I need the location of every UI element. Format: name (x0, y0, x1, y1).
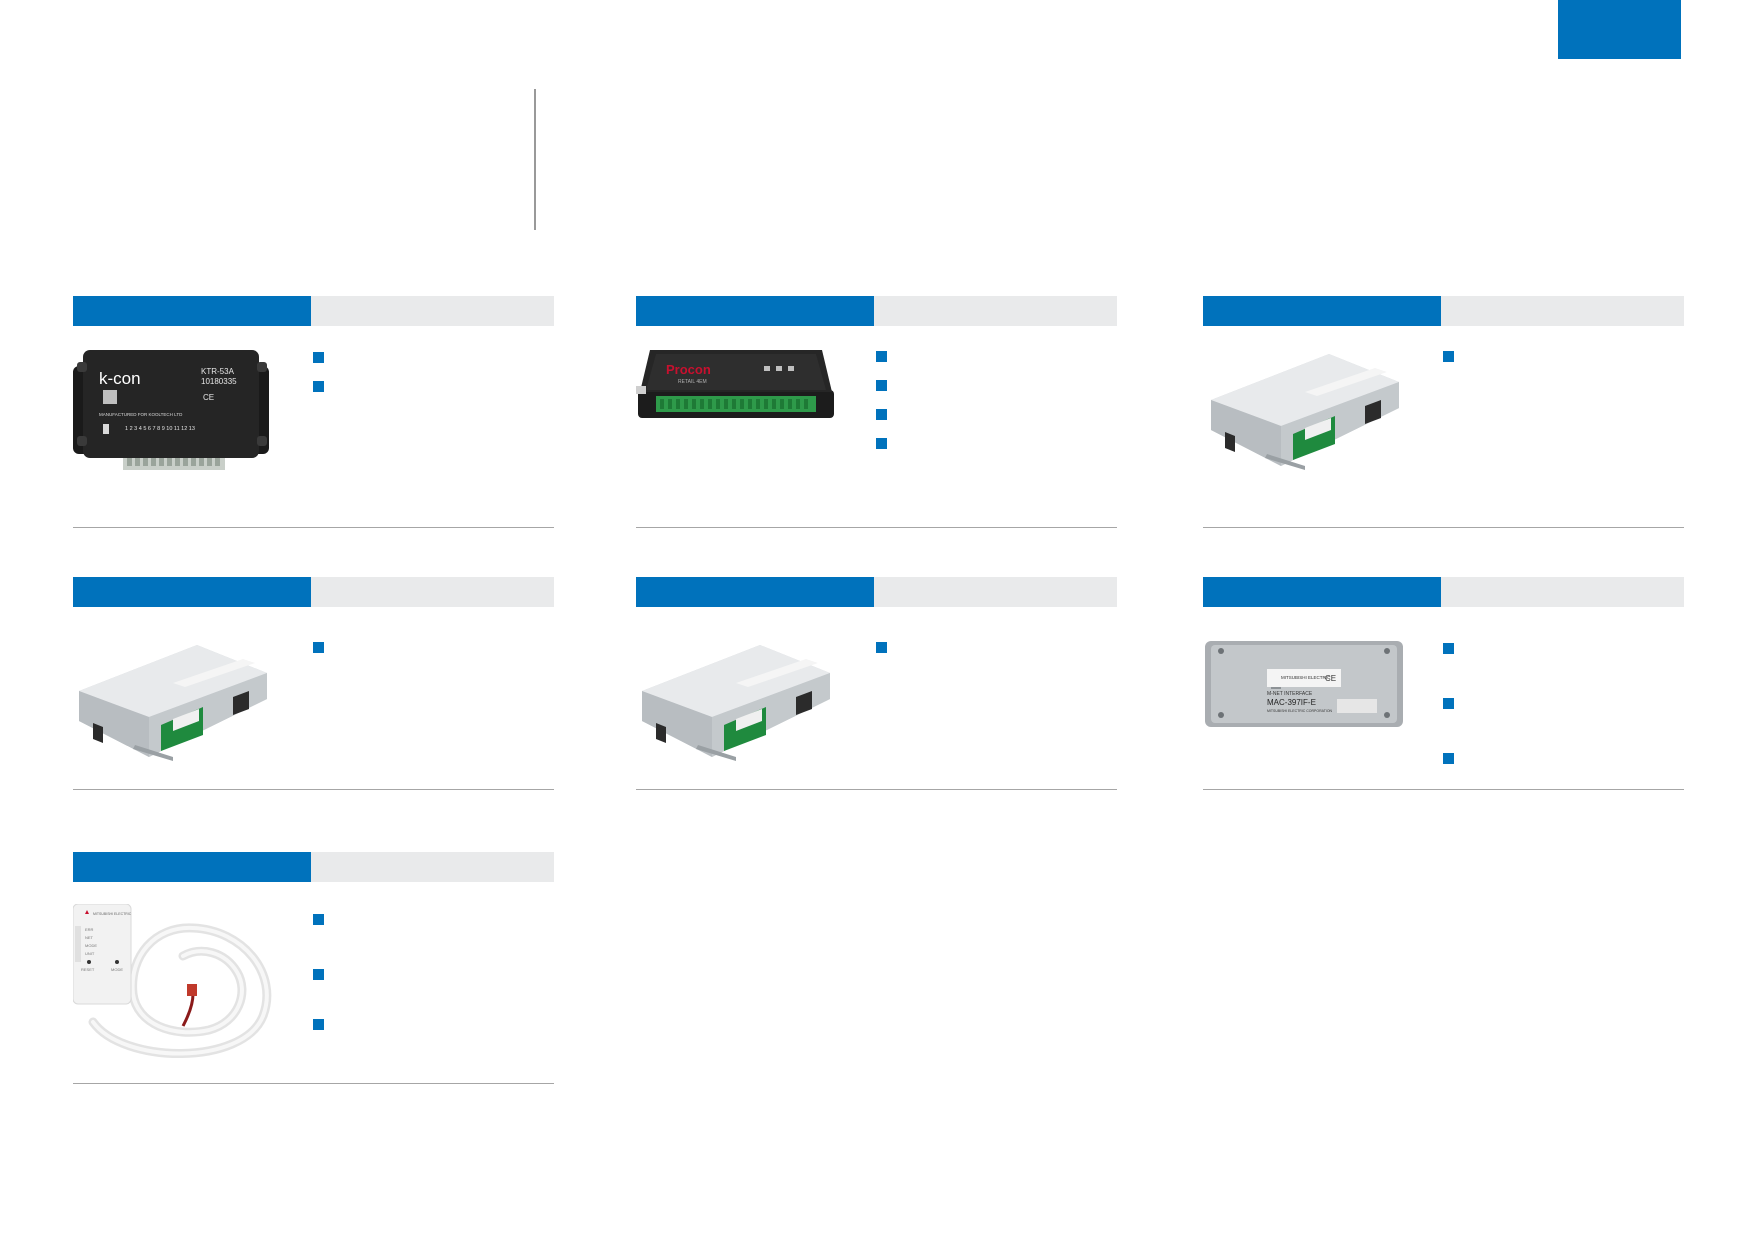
wifi-adapter-image: MITSUBISHI ELECTRIC ERR NET MODE UNIT RE… (73, 904, 272, 1058)
product-card-kcon: k-con KTR-53A 10180335 CE MANUFACTURED F… (73, 296, 554, 528)
card-header-accent (636, 296, 874, 326)
card-header (73, 852, 554, 882)
product-card-interface-3 (636, 577, 1117, 790)
feature-bullet (313, 1019, 324, 1030)
feature-bullet (876, 351, 887, 362)
card-header (73, 577, 554, 607)
feature-bullet (313, 969, 324, 980)
kcon-controller-image: k-con KTR-53A 10180335 CE MANUFACTURED F… (73, 350, 269, 470)
product-card-procon: Procon RETAIL 4EM (636, 296, 1117, 528)
card-header (636, 577, 1117, 607)
card-header (636, 296, 1117, 326)
interface-box-image (1211, 354, 1399, 470)
product-card-mnet-interface: MITSUBISHI ELECTRIC CE M-NET INTERFACE M… (1203, 577, 1684, 790)
wifi-led-net: NET (85, 935, 94, 940)
card-divider (73, 527, 554, 528)
card-divider (636, 789, 1117, 790)
kcon-model-text: KTR-53A (201, 367, 235, 376)
card-header-accent (1203, 296, 1441, 326)
feature-bullet (313, 381, 324, 392)
card-header-accent (636, 577, 874, 607)
feature-bullet (1443, 698, 1454, 709)
wifi-button-mode: MODE (111, 967, 123, 972)
card-header-bar (1441, 577, 1684, 607)
mnet-model-text: MAC-397IF-E (1267, 698, 1316, 707)
wifi-button-reset: RESET (81, 967, 95, 972)
card-divider (1203, 789, 1684, 790)
feature-bullet (1443, 351, 1454, 362)
product-card-interface-1 (1203, 296, 1684, 528)
card-divider (1203, 527, 1684, 528)
interface-box-image (79, 645, 267, 761)
mnet-ce-mark: CE (1325, 674, 1336, 683)
procon-brand-text: Procon (666, 362, 711, 377)
mnet-interface-image: MITSUBISHI ELECTRIC CE M-NET INTERFACE M… (1205, 641, 1403, 727)
card-header-accent (73, 852, 311, 882)
wifi-led-err: ERR (85, 927, 94, 932)
card-header-bar (1441, 296, 1684, 326)
wifi-led-mode: MODE (85, 943, 97, 948)
card-header (73, 296, 554, 326)
product-card-interface-2 (73, 577, 554, 790)
mnet-title-text: M-NET INTERFACE (1267, 691, 1313, 697)
feature-bullet (313, 914, 324, 925)
interface-box-image (642, 645, 830, 761)
mnet-brand-text: MITSUBISHI ELECTRIC (1281, 675, 1331, 680)
card-divider (73, 1083, 554, 1084)
kcon-terminal-numbers: 1 2 3 4 5 6 7 8 9 10 11 12 13 (125, 426, 195, 432)
intro-divider (534, 89, 536, 230)
card-header-bar (311, 852, 554, 882)
mnet-maker-text: MITSUBISHI ELECTRIC CORPORATION (1267, 709, 1333, 713)
kcon-serial-text: 10180335 (201, 377, 237, 386)
feature-bullet (1443, 753, 1454, 764)
feature-bullet (876, 438, 887, 449)
feature-bullet (313, 642, 324, 653)
feature-bullet (876, 409, 887, 420)
kcon-ce-mark: CE (203, 393, 214, 402)
card-header-bar (311, 296, 554, 326)
card-divider (73, 789, 554, 790)
feature-bullet (313, 352, 324, 363)
procon-sub-text: RETAIL 4EM (678, 379, 707, 385)
card-header-bar (874, 577, 1117, 607)
card-header (1203, 296, 1684, 326)
procon-controller-image: Procon RETAIL 4EM (636, 350, 834, 418)
card-header-bar (874, 296, 1117, 326)
wifi-brand-text: MITSUBISHI ELECTRIC (93, 912, 132, 916)
card-header-accent (73, 577, 311, 607)
card-header-bar (311, 577, 554, 607)
kcon-brand-text: k-con (99, 369, 141, 388)
feature-bullet (876, 380, 887, 391)
card-header-accent (1203, 577, 1441, 607)
feature-bullet (1443, 643, 1454, 654)
kcon-manufacturer-text: MANUFACTURED FOR KOOLTECH LTD (99, 412, 183, 417)
product-card-wifi-adapter: MITSUBISHI ELECTRIC ERR NET MODE UNIT RE… (73, 852, 554, 1084)
wifi-led-unit: UNIT (85, 951, 95, 956)
card-header (1203, 577, 1684, 607)
section-tab (1558, 0, 1681, 59)
feature-bullet (876, 642, 887, 653)
card-header-accent (73, 296, 311, 326)
card-divider (636, 527, 1117, 528)
